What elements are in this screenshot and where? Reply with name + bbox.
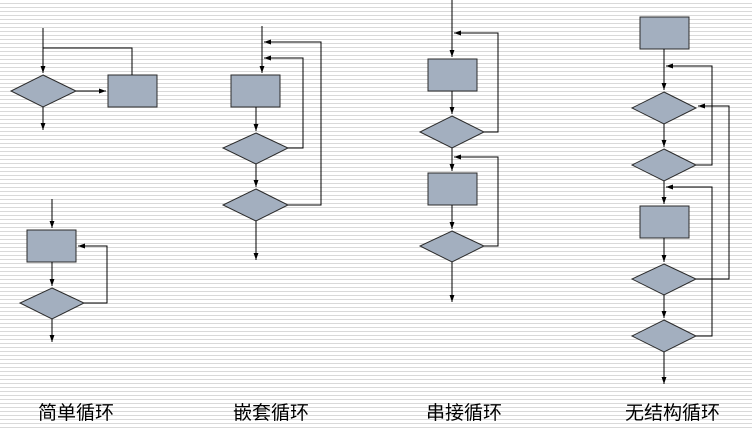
caption-simple-loop: 简单循环 [38,402,115,424]
inner-decision-diamond [221,132,290,165]
process-box [230,74,281,108]
caption-nested-loop: 嵌套循环 [233,402,310,424]
caption-serial-loop: 串接循环 [426,402,503,424]
decision-diamond-1 [418,115,486,149]
process-box [107,74,158,108]
decision-diamond-1 [630,91,698,125]
inner-loop-back-arrow [264,55,304,149]
process-box-1 [427,58,478,92]
decision-diamond-2 [630,148,698,182]
loop-back-arrow [78,243,108,304]
outer-decision-diamond [221,188,290,222]
loop-back-arrow-c [666,184,713,337]
decision-diamond [18,287,86,320]
simple-loop-bottom [18,199,108,342]
loop-back-arrow-2 [454,154,499,247]
loop-back-line [43,47,133,75]
caption-unstructured-loop: 无结构循环 [625,402,721,424]
decision-diamond [9,74,78,108]
outer-loop-back-arrow [264,39,322,206]
decision-diamond-2 [418,230,486,263]
process-box-1 [639,16,690,50]
decision-diamond-3 [630,263,698,296]
process-box [26,229,77,263]
unstructured-loop [630,16,730,384]
serial-loop [418,0,499,302]
loop-back-arrow-1 [454,30,499,133]
nested-loop [221,26,322,260]
simple-loop-top [9,28,158,130]
loop-back-arrow-a [666,63,713,166]
decision-diamond-4 [630,319,698,353]
process-box-2 [639,205,690,239]
process-box-2 [427,172,478,206]
